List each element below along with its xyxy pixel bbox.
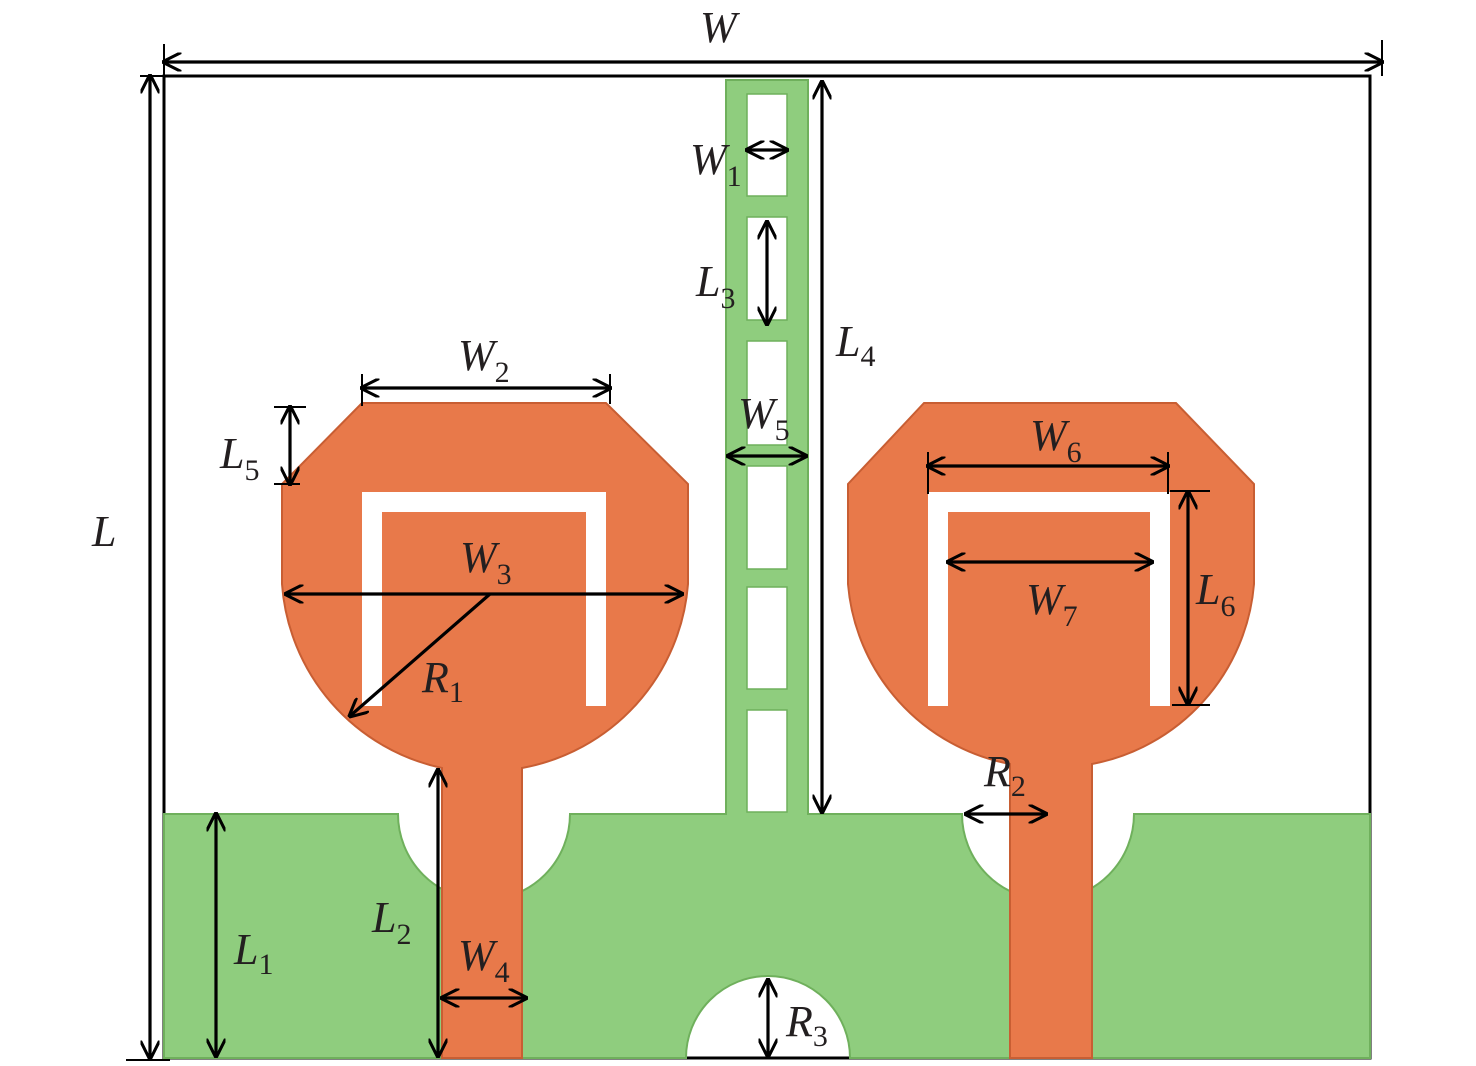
- label-W1: W1: [690, 135, 742, 193]
- label-W7: W7: [1026, 575, 1078, 633]
- label-L: L: [91, 507, 116, 556]
- label-L4: L4: [835, 317, 875, 373]
- label-W4: W4: [458, 931, 510, 989]
- dimension-lines: [126, 40, 1382, 1061]
- label-L2: L2: [371, 893, 411, 951]
- left-patch: [281, 402, 689, 1059]
- label-W: W: [700, 3, 740, 52]
- dim-R1: [350, 592, 492, 716]
- label-W5: W5: [738, 389, 790, 447]
- label-W2: W2: [458, 331, 510, 389]
- label-W3: W3: [460, 533, 512, 591]
- label-W6: W6: [1030, 411, 1082, 469]
- label-R1: R1: [421, 653, 464, 709]
- label-L5: L5: [219, 429, 259, 487]
- label-R3: R3: [785, 997, 828, 1053]
- label-L1: L1: [233, 925, 273, 981]
- label-R2: R2: [983, 747, 1026, 803]
- label-L3: L3: [695, 257, 735, 315]
- dimension-labels: W L W1 L3 L4 W2 W5 L5 W6 W3 L6 W7 R1 R2 …: [91, 3, 1235, 1053]
- label-L6: L6: [1195, 565, 1235, 623]
